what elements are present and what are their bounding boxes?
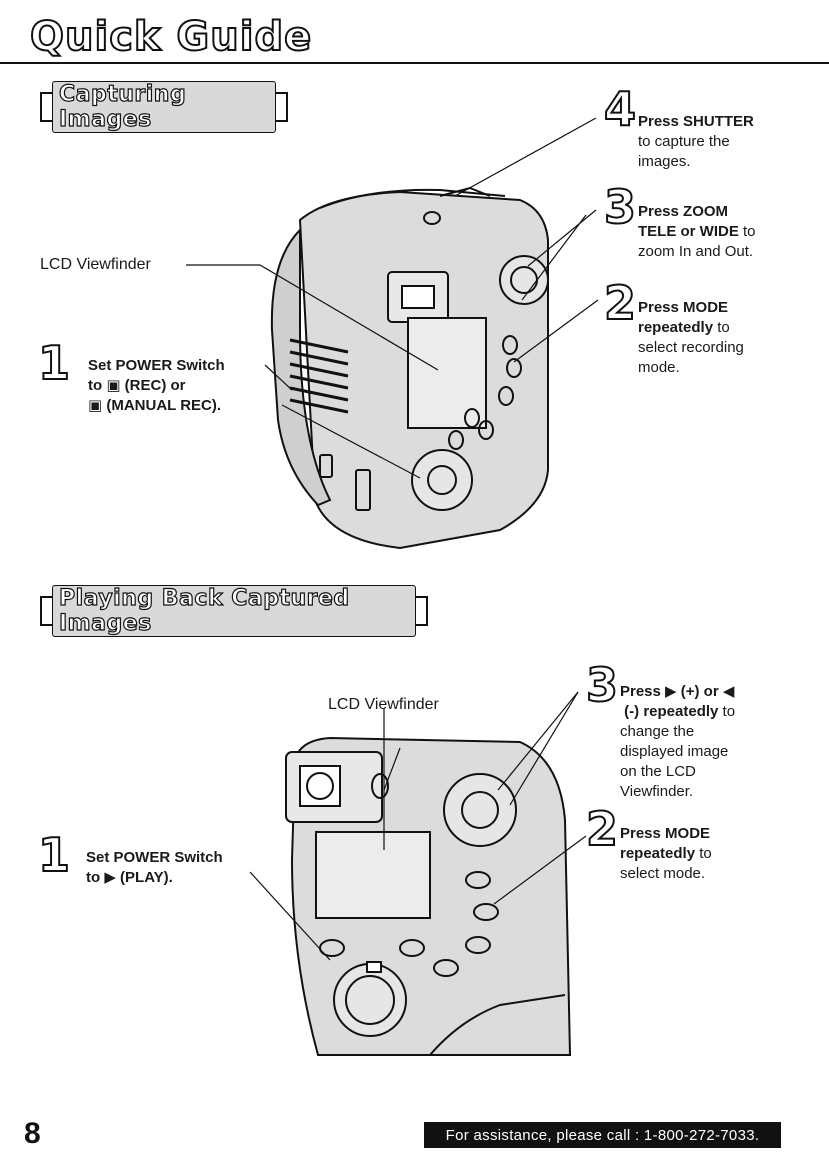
capture-step-1-number: 1 [37,336,71,390]
playback-step-1-number: 1 [37,828,71,882]
playback-step-2-number: 2 [585,802,619,856]
playback-lcd-viewfinder-label: LCD Viewfinder [328,696,439,713]
playback-step-3-number: 3 [585,658,619,712]
playback-banner: Playing Back Captured Images [40,585,428,637]
capturing-images-heading: Capturing Images [52,81,276,133]
capture-step-1-text: Set POWER Switch to ▣ (REC) or ▣ (MANUAL… [88,357,225,414]
playback-step-3-text: Press ▶ (+) or ◀ (-) repeatedly to chang… [620,683,736,800]
capture-lcd-viewfinder-label: LCD Viewfinder [40,256,151,273]
capture-step-3-text: Press ZOOM TELE or WIDE to zoom In and O… [638,203,756,260]
playback-step-2-text: Press MODE repeatedly to select mode. [620,825,712,882]
capture-step-4-number: 4 [603,82,637,136]
capture-step-3-number: 3 [603,180,637,234]
page-number: 8 [24,1117,41,1150]
playback-step-1-text: Set POWER Switch to ▶ (PLAY). [86,849,223,886]
assistance-phone-banner: For assistance, please call : 1-800-272-… [424,1122,781,1148]
playback-heading: Playing Back Captured Images [52,585,416,637]
header-rule [0,62,829,64]
capture-step-4-text: Press SHUTTER to capture the images. [638,113,754,170]
capture-step-2-text: Press MODE repeatedly to select recordin… [638,299,744,376]
capturing-images-banner: Capturing Images [40,81,288,133]
page-title: Quick Guide [29,13,313,61]
capture-step-2-number: 2 [603,276,637,330]
